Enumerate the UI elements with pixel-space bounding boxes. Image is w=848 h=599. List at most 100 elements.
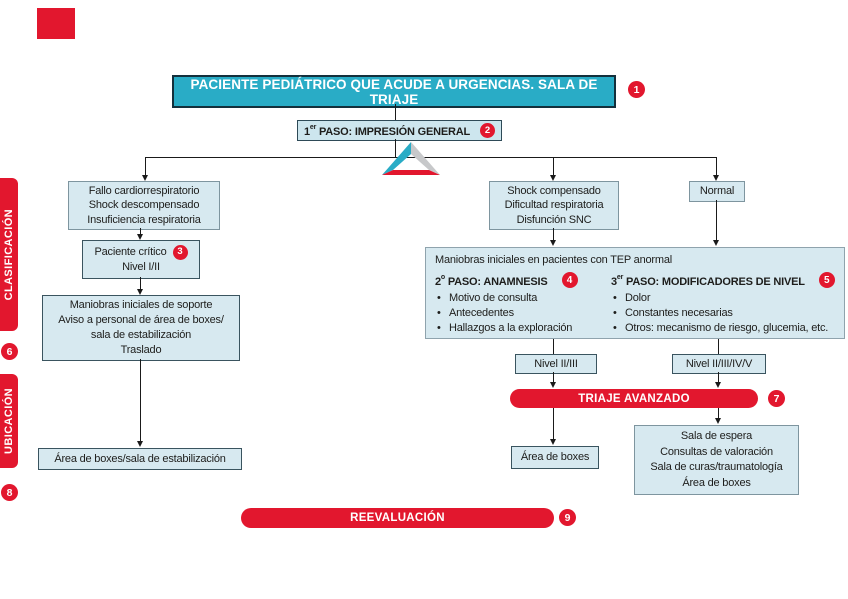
box-line: Nivel II/III xyxy=(534,357,578,370)
arrowhead xyxy=(712,240,719,246)
box-line: Área de boxes xyxy=(520,451,590,464)
badge-8: 8 xyxy=(1,484,18,501)
step1-label: 1er PASO: IMPRESIÓN GENERAL xyxy=(303,123,471,138)
connector xyxy=(145,157,716,158)
arrowhead xyxy=(136,234,143,240)
connector xyxy=(718,372,719,383)
sidebar-clasificacion-bar: CLASIFICACIÓN xyxy=(0,178,18,331)
reevaluacion-bar: REEVALUACIÓN xyxy=(241,508,554,528)
step1-box: 1er PASO: IMPRESIÓN GENERAL 2 xyxy=(297,120,502,141)
paciente-critico-label: Paciente crítico xyxy=(94,246,167,258)
ubicacion-label: UBICACIÓN xyxy=(3,388,15,454)
box-line: Disfunción SNC xyxy=(516,213,592,226)
box-sala-espera: Sala de espera Consultas de valoración S… xyxy=(634,425,799,495)
modificadores-list: Dolor Constantes necesarias Otros: mecan… xyxy=(611,291,835,336)
connector xyxy=(140,228,141,235)
box-line: Dificultad respiratoria xyxy=(504,199,604,212)
box-nivel-ii-iii: Nivel II/III xyxy=(515,354,597,374)
arrowhead xyxy=(549,439,556,445)
step3-header: 3er PASO: MODIFICADORES DE NIVEL 5 xyxy=(611,270,835,290)
box-shock-compensado: Shock compensado Dificultad respiratoria… xyxy=(489,181,619,230)
box-line: Nivel II/III/IV/V xyxy=(685,357,753,370)
box-line: Sala de curas/traumatología xyxy=(650,461,783,473)
connector xyxy=(716,200,717,241)
connector xyxy=(553,408,554,440)
connector xyxy=(718,339,719,354)
box-nivel-ii-iii-iv-v: Nivel II/III/IV/V xyxy=(672,354,766,374)
connector xyxy=(716,157,717,176)
triaje-avanzado-label: TRIAJE AVANZADO xyxy=(578,392,690,405)
red-corner-mark xyxy=(37,8,75,39)
connector xyxy=(553,372,554,383)
page-title: PACIENTE PEDIÁTRICO QUE ACUDE A URGENCIA… xyxy=(172,75,616,108)
connector xyxy=(145,157,146,176)
step3-label: 3er PASO: MODIFICADORES DE NIVEL xyxy=(611,274,805,288)
step2-label: 2o PASO: ANAMNESIS xyxy=(435,274,548,288)
box-line: Paciente crítico 3 xyxy=(94,244,188,260)
triaje-avanzado-bar: TRIAJE AVANZADO xyxy=(510,389,758,408)
badge-6: 6 xyxy=(1,343,18,360)
box-line: Área de boxes/sala de estabilización xyxy=(54,452,226,465)
badge-1: 1 xyxy=(628,81,645,98)
connector xyxy=(553,157,554,176)
list-item: Otros: mecanismo de riesgo, glucemia, et… xyxy=(611,321,835,336)
modificadores-column: 3er PASO: MODIFICADORES DE NIVEL 5 Dolor… xyxy=(611,270,835,336)
box-line: Fallo cardiorrespiratorio xyxy=(88,184,200,197)
box-line: Traslado xyxy=(120,344,162,356)
connector xyxy=(718,408,719,419)
list-item: Dolor xyxy=(611,291,835,306)
arrowhead xyxy=(712,175,719,181)
box-line: Aviso a personal de área de boxes/ xyxy=(58,314,224,326)
box-normal: Normal xyxy=(689,181,745,202)
box-tep-anormal: Maniobras iniciales en pacientes con TEP… xyxy=(425,247,845,339)
connector xyxy=(553,228,554,241)
box-line: Consultas de valoración xyxy=(660,445,773,458)
badge-9: 9 xyxy=(559,509,576,526)
box-line: Área de boxes xyxy=(682,476,751,489)
connector xyxy=(553,339,554,354)
arrowhead xyxy=(549,382,556,388)
anamnesis-list: Motivo de consulta Antecedentes Hallazgo… xyxy=(435,291,611,336)
box-line: Normal xyxy=(699,185,735,198)
nivel-label: Nivel I/II xyxy=(122,260,160,273)
box-area-boxes: Área de boxes xyxy=(511,446,599,469)
badge-4: 4 xyxy=(561,272,578,288)
anamnesis-column: 2o PASO: ANAMNESIS 4 Motivo de consulta … xyxy=(435,270,611,336)
arrowhead xyxy=(549,175,556,181)
clasificacion-label: CLASIFICACIÓN xyxy=(3,208,15,301)
box-line: Shock compensado xyxy=(507,184,601,197)
list-item: Hallazgos a la exploración xyxy=(435,321,611,336)
box-maniobras-soporte: Maniobras iniciales de soporte Aviso a p… xyxy=(42,295,240,361)
sidebar-ubicacion-bar: UBICACIÓN xyxy=(0,374,18,468)
badge-3: 3 xyxy=(172,244,188,260)
arrowhead xyxy=(549,240,556,246)
box-fallo-cardiorrespiratorio: Fallo cardiorrespiratorio Shock descompe… xyxy=(68,181,220,230)
reevaluacion-label: REEVALUACIÓN xyxy=(350,512,445,524)
arrowhead xyxy=(136,441,143,447)
step2-header: 2o PASO: ANAMNESIS 4 xyxy=(435,270,611,290)
list-item: Motivo de consulta xyxy=(435,291,611,306)
list-item: Constantes necesarias xyxy=(611,306,835,321)
box-line: Maniobras iniciales de soporte xyxy=(69,299,213,311)
page-title-label: PACIENTE PEDIÁTRICO QUE ACUDE A URGENCIA… xyxy=(190,76,598,107)
box-line: Insuficiencia respiratoria xyxy=(87,213,201,226)
badge-7: 7 xyxy=(768,390,785,407)
tep-title: Maniobras iniciales en pacientes con TEP… xyxy=(435,254,673,266)
arrowhead xyxy=(714,418,721,424)
list-item: Antecedentes xyxy=(435,306,611,321)
arrowhead xyxy=(141,175,148,181)
box-area-boxes-estabilizacion: Área de boxes/sala de estabilización xyxy=(38,448,242,470)
pat-triangle-icon xyxy=(382,142,440,175)
connector xyxy=(140,277,141,290)
arrowhead xyxy=(714,382,721,388)
connector xyxy=(395,139,396,157)
badge-5: 5 xyxy=(818,272,835,288)
arrowhead xyxy=(136,289,143,295)
box-line: Sala de espera xyxy=(680,430,753,442)
connector xyxy=(140,359,141,442)
badge-2: 2 xyxy=(480,123,496,138)
box-paciente-critico: Paciente crítico 3 Nivel I/II xyxy=(82,240,200,279)
box-line: sala de estabilización xyxy=(90,329,192,341)
connector xyxy=(395,104,396,120)
